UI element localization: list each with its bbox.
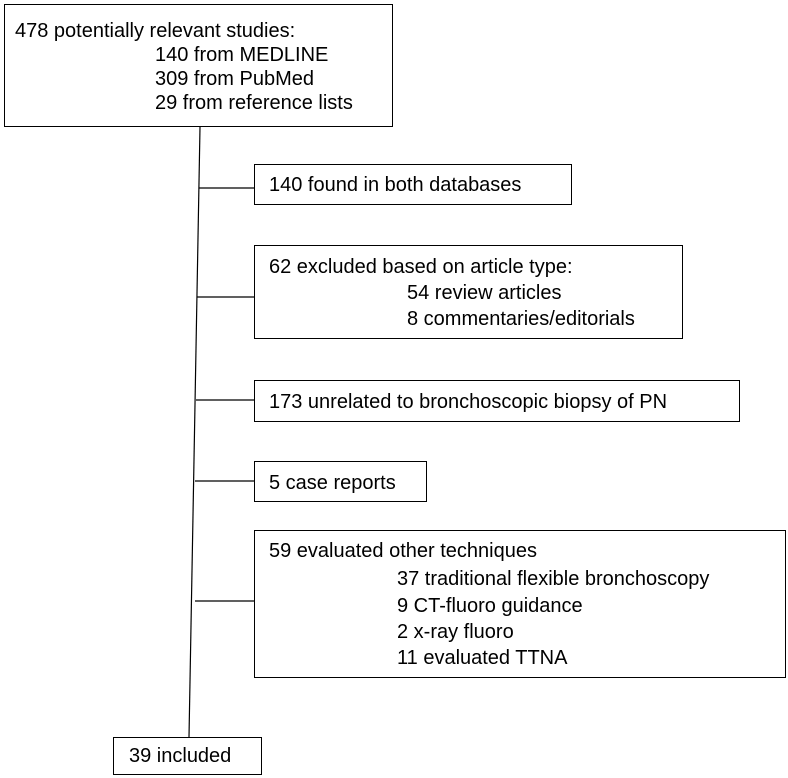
start-item-medline: 140 from MEDLINE (155, 44, 329, 66)
exclusion-item-flexible-bronchoscopy: 37 traditional flexible bronchoscopy (397, 568, 710, 590)
exclusion-heading: 5 case reports (269, 472, 396, 494)
exclusion-box-other-techniques: 59 evaluated other techniques 37 traditi… (254, 530, 786, 678)
exclusion-box-duplicates: 140 found in both databases (254, 164, 572, 205)
start-heading: 478 potentially relevant studies: (15, 20, 296, 42)
result-box: 39 included (113, 737, 262, 775)
result-heading: 39 included (129, 745, 232, 767)
exclusion-item-ct-fluoro: 9 CT-fluoro guidance (397, 595, 583, 617)
exclusion-item-xray-fluoro: 2 x-ray fluoro (397, 621, 514, 643)
start-item-pubmed: 309 from PubMed (155, 68, 314, 90)
start-box: 478 potentially relevant studies: 140 fr… (4, 4, 393, 127)
exclusion-box-unrelated: 173 unrelated to bronchoscopic biopsy of… (254, 380, 740, 422)
start-item-reference-lists: 29 from reference lists (155, 92, 353, 114)
exclusion-box-article-type: 62 excluded based on article type: 54 re… (254, 245, 683, 339)
exclusion-item-ttna: 11 evaluated TTNA (397, 647, 568, 669)
exclusion-box-case-reports: 5 case reports (254, 461, 427, 502)
exclusion-heading: 173 unrelated to bronchoscopic biopsy of… (269, 391, 668, 413)
exclusion-heading: 59 evaluated other techniques (269, 540, 537, 562)
main-trunk-line (188, 126, 201, 738)
exclusion-item-commentaries: 8 commentaries/editorials (407, 308, 635, 330)
exclusion-item-review-articles: 54 review articles (407, 282, 562, 304)
exclusion-heading: 62 excluded based on article type: (269, 256, 573, 278)
exclusion-heading: 140 found in both databases (269, 174, 522, 196)
